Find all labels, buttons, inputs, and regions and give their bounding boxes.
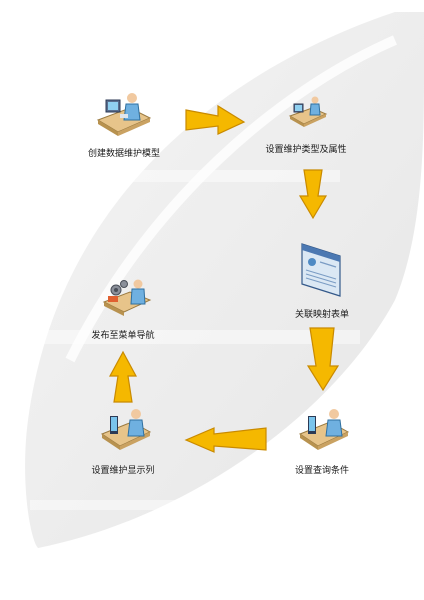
- step-label: 设置维护显示列: [91, 466, 155, 476]
- person-with-gears-icon: [102, 279, 152, 316]
- arrow-right-1: [185, 104, 246, 135]
- arrow-down-2: [306, 327, 340, 392]
- step-label: 设置查询条件: [294, 466, 350, 476]
- person-at-desk-icon: [100, 409, 152, 450]
- form-window-icon: [301, 243, 341, 297]
- arrow-down-1: [298, 169, 328, 220]
- person-at-desk-icon: [298, 409, 350, 450]
- person-at-desk-icon: [96, 93, 152, 136]
- step-label: 发布至菜单导航: [91, 331, 155, 341]
- arrow-up-1: [108, 350, 138, 403]
- step-label: 创建数据维护模型: [87, 149, 161, 159]
- person-at-desk-icon: [288, 96, 328, 127]
- step-label: 关联映射表单: [294, 310, 350, 320]
- arrow-left-1: [184, 427, 267, 453]
- step-label: 设置维护类型及属性: [265, 145, 347, 155]
